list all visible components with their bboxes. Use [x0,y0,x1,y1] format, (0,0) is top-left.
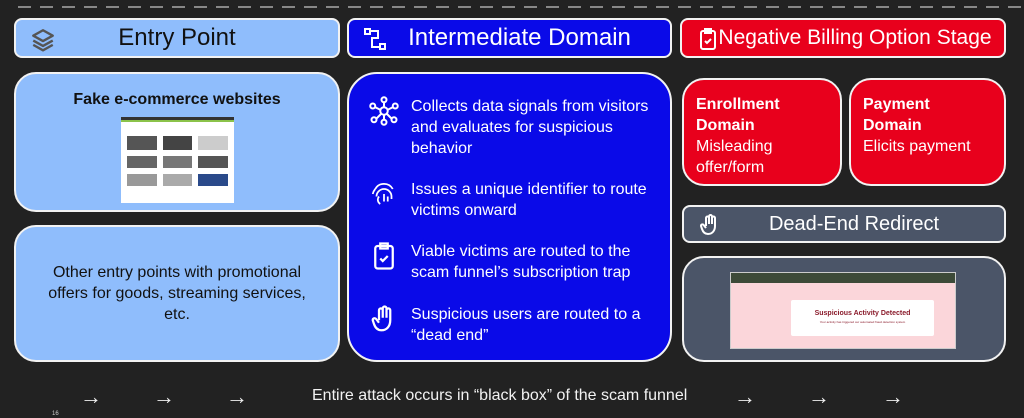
item-text: Collects data signals from visitors and … [411,98,649,157]
card-text: Misleading offer/form [696,138,773,176]
intermediate-domain-card: Collects data signals from visitors and … [347,72,672,362]
header-label: Intermediate Domain [408,24,631,51]
arrow-icon: → [153,384,175,409]
enrollment-domain-card: Enrollment Domain Misleading offer/form [682,78,842,186]
header-label: Negative Billing Option Stage [718,26,992,49]
list-item: Viable victims are routed to the scam fu… [369,241,660,283]
card-title: Payment Domain [863,96,930,134]
page-number: 16 [52,411,59,417]
route-icon [364,28,386,50]
clipboard-check-icon [374,242,394,270]
arrow-icon: → [226,384,248,409]
arrow-icon: → [734,384,756,409]
header-label: Dead-End Redirect [768,212,940,235]
arrow-icon: → [808,384,830,409]
hand-stop-icon [371,305,392,332]
header-intermediate-domain: Intermediate Domain [347,18,672,58]
header-label: Entry Point [118,24,236,51]
fingerprint-icon [371,183,394,205]
list-item: Suspicious users are routed to a “dead e… [369,304,660,346]
footer-caption: Entire attack occurs in “black box” of t… [312,387,688,404]
header-negative-billing: Negative Billing Option Stage [680,18,1006,58]
clipboard-check-icon [700,28,716,50]
item-text: Issues a unique identifier to route vict… [411,181,647,219]
arrow-icon: → [882,384,904,409]
alert-title: Suspicious Activity Detected [814,310,911,317]
dashed-divider [18,6,1024,8]
list-item: Issues a unique identifier to route vict… [369,179,660,221]
item-text: Suspicious users are routed to a “dead e… [411,306,641,344]
card-title: Enrollment Domain [696,96,780,134]
card-text: Other entry points with promotional offe… [48,264,306,323]
header-dead-end-redirect: Dead-End Redirect [682,205,1006,243]
layers-icon [32,29,54,52]
other-entry-points-card: Other entry points with promotional offe… [14,225,340,362]
fake-ecommerce-card: Fake e-commerce websites [14,72,340,212]
item-text: Viable victims are routed to the scam fu… [411,243,631,281]
ecommerce-screenshot [121,117,234,203]
header-entry-point: Entry Point [14,18,340,58]
network-icon [369,96,399,126]
dead-end-screenshot: Suspicious Activity Detected Your activi… [730,272,956,349]
card-text: Elicits payment [863,138,971,155]
hand-stop-icon [700,214,716,236]
alert-text: Your activity has triggered our automate… [819,320,906,324]
payment-domain-card: Payment Domain Elicits payment [849,78,1006,186]
card-title: Fake e-commerce websites [73,91,281,108]
arrow-icon: → [80,384,102,409]
dead-end-screenshot-card: Suspicious Activity Detected Your activi… [682,256,1006,362]
list-item: Collects data signals from visitors and … [369,96,660,159]
